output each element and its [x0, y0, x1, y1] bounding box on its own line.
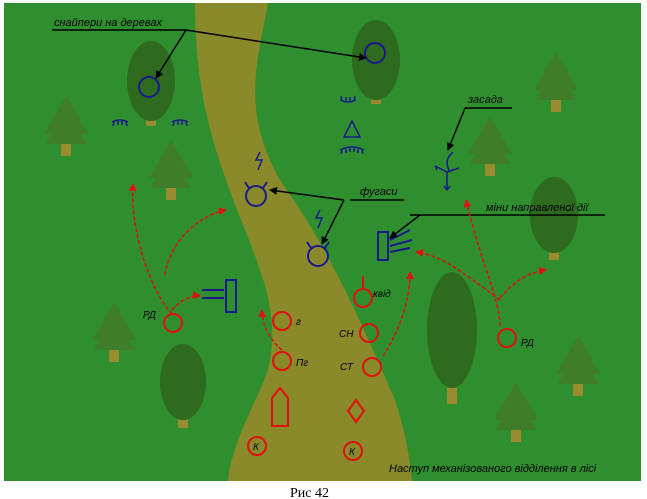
forest-road — [195, 3, 412, 481]
k-right-label: К — [349, 447, 356, 458]
sn-label: СН — [339, 329, 354, 340]
observation-icon — [111, 95, 365, 155]
ambush-label: засада — [467, 94, 503, 106]
sniper-circle-icon — [138, 76, 160, 98]
kvid-label: квід — [373, 289, 391, 300]
pg-label: Пг — [296, 358, 308, 369]
leader-lines — [52, 29, 605, 245]
fougasses-label: фугаси — [360, 186, 398, 198]
observation-post-icon — [342, 119, 362, 138]
figure-caption: Рис 42 — [290, 486, 329, 499]
conifer-tree — [534, 52, 578, 112]
movement-arrows — [128, 183, 547, 357]
mine-icon — [244, 151, 268, 207]
conifer-tree — [92, 302, 136, 362]
soldier-circle-icon — [163, 276, 517, 461]
k-left-label: К — [253, 442, 260, 453]
diamond-icon — [346, 398, 366, 424]
vehicle-icon — [271, 386, 289, 427]
conifer-tree — [494, 382, 538, 442]
conifer-tree — [556, 336, 600, 396]
ambush-icon — [434, 151, 460, 191]
directional-mine-icon — [202, 279, 237, 313]
round-tree — [160, 344, 206, 428]
diagram-title: Наступ механізованого відділення в лісі — [389, 463, 597, 475]
directional-mines-label: міни направленої дії — [486, 202, 589, 214]
round-tree — [352, 20, 400, 104]
conifer-tree — [44, 96, 88, 156]
round-tree — [427, 272, 477, 404]
st-label: СТ — [340, 362, 354, 373]
rd-left-label: РД — [143, 310, 156, 321]
conifer-tree — [468, 116, 512, 176]
g-label: г — [296, 317, 301, 328]
rd-right-label: РД — [521, 338, 534, 349]
conifer-tree — [149, 140, 193, 200]
snipers-label: снайпери на деревах — [54, 17, 163, 29]
round-tree — [127, 41, 175, 126]
